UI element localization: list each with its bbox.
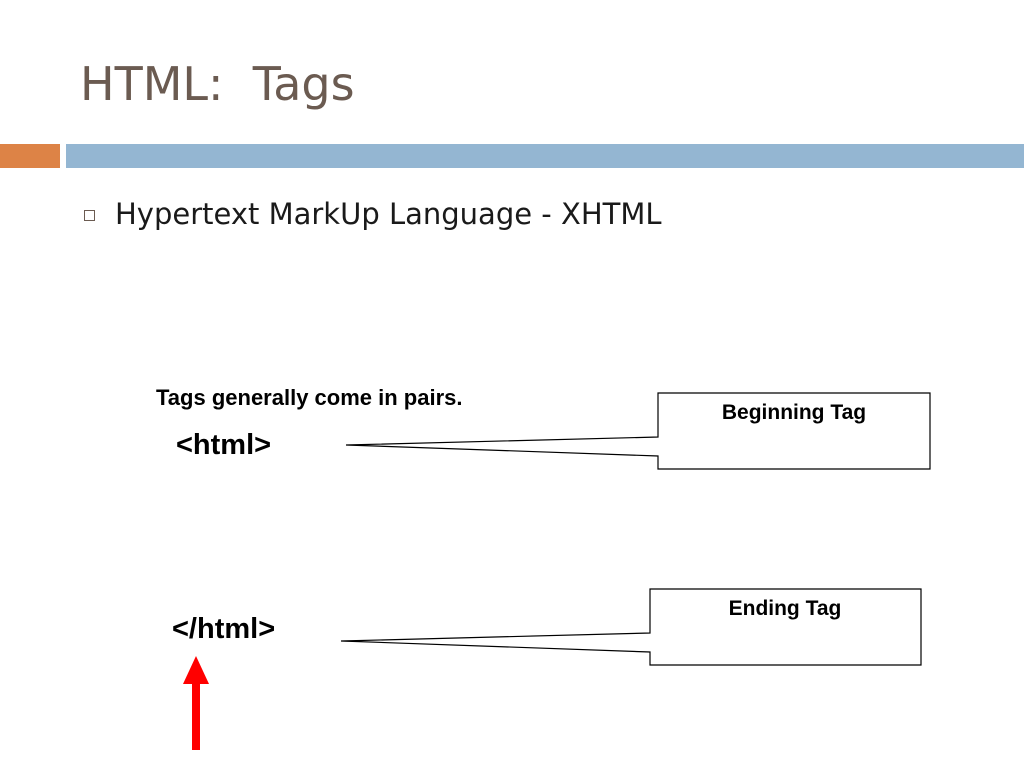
- ending-tag-text: Ending Tag: [728, 597, 842, 620]
- pairs-note: Tags generally come in pairs.: [156, 385, 463, 410]
- bullet-text: Hypertext MarkUp Language - XHTML: [115, 197, 662, 231]
- opening-tag-label: <html>: [176, 429, 272, 461]
- bullet-item: Hypertext MarkUp Language - XHTML: [84, 192, 662, 236]
- slide-title: HTML: Tags: [80, 57, 355, 111]
- red-up-arrow-icon: [183, 656, 209, 750]
- accent-bar-orange: [0, 144, 60, 168]
- closing-tag-label: </html>: [172, 613, 276, 645]
- accent-bar-blue: [66, 144, 1024, 168]
- beginning-tag-text: Beginning Tag: [721, 401, 867, 424]
- hollow-square-bullet-icon: [84, 209, 95, 221]
